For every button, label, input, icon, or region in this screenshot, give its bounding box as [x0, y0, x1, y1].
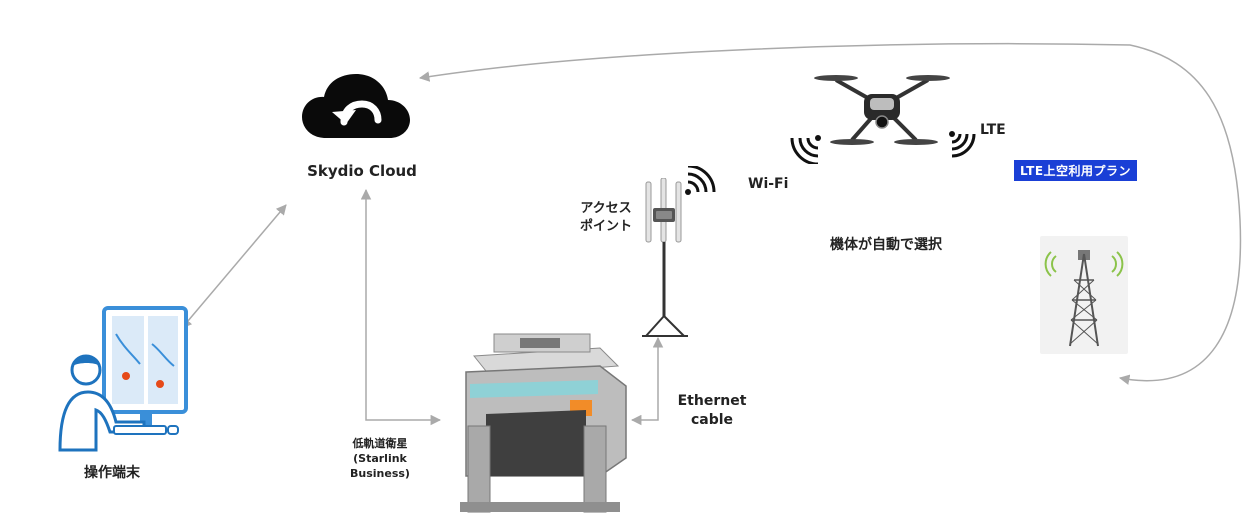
satellite-label-text: 低軌道衛星 (Starlink Business) — [350, 437, 410, 480]
operator-label: 操作端末 — [84, 465, 140, 481]
dock-icon — [460, 333, 627, 513]
antenna-icon — [642, 178, 688, 337]
wifi-label: Wi-Fi — [748, 176, 789, 192]
drone-icon — [814, 75, 950, 145]
lte-tower-icon — [1044, 250, 1124, 347]
satellite-label: 低軌道衛星 (Starlink Business) — [332, 436, 428, 481]
arrow-tower-to-cloud — [418, 43, 1242, 385]
arrow-operator-cloud — [181, 204, 287, 329]
cloud-label: Skydio Cloud — [307, 162, 417, 180]
auto-select-label: 機体が自動で選択 — [830, 237, 942, 253]
arrow-dock-cloud-satellite — [360, 188, 442, 426]
lte-plan-badge: LTE上空利用プラン — [1014, 160, 1138, 181]
operator-icon — [58, 306, 188, 452]
drone-wifi-signal-icon — [790, 135, 821, 164]
arrow-dock-access-point — [630, 336, 664, 426]
lte-signal-icon — [949, 131, 976, 158]
cloud-icon — [302, 74, 410, 138]
access-point-label-line-1: アクセス ポイント — [579, 201, 632, 234]
lte-label: LTE — [980, 122, 1006, 138]
wifi-signal-icon — [685, 166, 716, 195]
ethernet-label-text: Ethernet cable — [677, 393, 747, 428]
access-point-label: アクセス ポイント — [570, 200, 642, 236]
ethernet-label: Ethernet cable — [660, 392, 764, 430]
